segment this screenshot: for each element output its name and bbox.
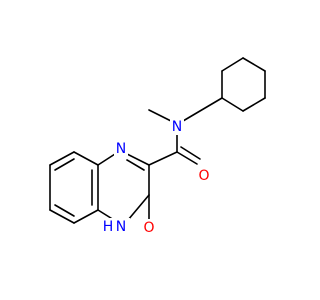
benzene-bond-2-inner xyxy=(54,158,75,171)
benzene-bond-5 xyxy=(73,209,99,224)
hydroxy-oxygen-label: O xyxy=(143,220,154,236)
carbonyl-double-bond-b xyxy=(180,146,201,160)
chemical-structure-diagram: N O N H N O xyxy=(0,0,300,300)
amide-nitrogen-atom: N xyxy=(170,118,184,135)
n-methyl-bond xyxy=(148,109,172,122)
amide-oxygen-atom: O xyxy=(197,167,212,184)
ring-nh-nitrogen-label: N xyxy=(116,219,126,235)
cyclohexyl-bond-6 xyxy=(221,97,244,112)
ring-nh-hydrogen-label: H xyxy=(103,219,114,235)
carbonyl-c2-bond xyxy=(148,151,178,166)
cyclohexyl-bond-5 xyxy=(242,97,266,112)
ring-nh-atom: H N xyxy=(102,218,130,235)
canvas-background xyxy=(0,0,300,300)
benzene-bond-2 xyxy=(49,151,75,166)
n-cyclohexyl-bond xyxy=(182,97,223,122)
bond-layer xyxy=(49,57,266,224)
cyclohexyl-bond-3 xyxy=(242,57,266,72)
c2-n1-inner-bond xyxy=(126,159,145,171)
c3-nh-bond xyxy=(127,194,150,221)
n1-c8a-bond xyxy=(97,153,116,166)
amide-oxygen-label: O xyxy=(198,168,209,184)
benzene-bond-1 xyxy=(73,151,99,166)
carbonyl-double-bond-a xyxy=(176,151,198,165)
atom-label-layer: N O N H N O xyxy=(102,118,212,236)
c2-n1-double-bond xyxy=(126,153,150,166)
amide-nitrogen-label: N xyxy=(172,119,182,135)
cyclohexyl-bond-2 xyxy=(221,57,244,72)
benzene-bond-4 xyxy=(49,209,75,224)
ring-nitrogen-label: N xyxy=(116,141,126,157)
hydroxy-oxygen-atom: O xyxy=(142,219,157,236)
ring-nitrogen-atom: N xyxy=(114,140,128,157)
benzene-bond-4-inner xyxy=(54,204,75,217)
